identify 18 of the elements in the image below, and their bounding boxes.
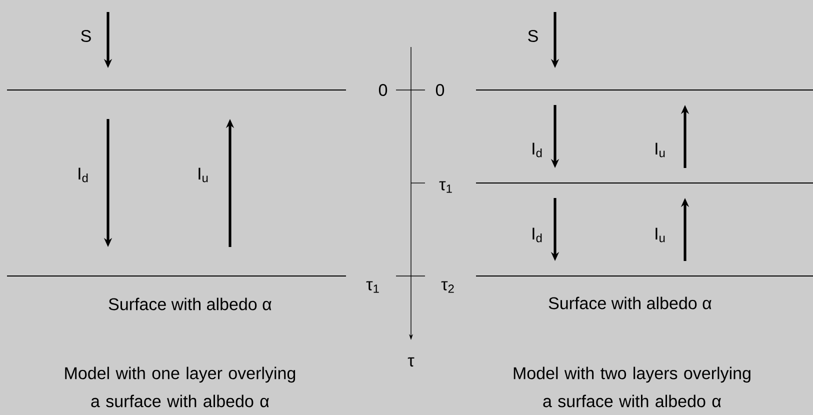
symbol-label: I$_{u}$	[198, 168, 208, 182]
axis-label: τ	[408, 357, 414, 367]
symbol-label: I$_{d}$	[532, 142, 542, 158]
axis-label: τ$_{2}$	[441, 281, 454, 293]
symbol-label: I$_{u}$	[656, 142, 665, 158]
symbol-label: I$_{u}$	[656, 228, 665, 242]
axis-label: 0	[436, 84, 444, 96]
surface-label: Surface with albedo α	[548, 296, 712, 310]
axis-label: 0	[378, 84, 388, 96]
symbol-label: S	[528, 30, 538, 42]
surface-label: Surface with albedo α	[108, 298, 272, 310]
axis-label: τ$_{1}$	[439, 181, 452, 193]
axis-label: τ$_{1}$	[366, 281, 379, 293]
symbol-label: I$_{d}$	[532, 228, 542, 242]
symbol-label: I$_{d}$	[78, 168, 88, 182]
symbol-label: S	[81, 30, 91, 42]
caption: Model with two layers overlying a surface with albedo α	[514, 366, 750, 408]
caption: Model with one layer overlying a surface with albedo α	[65, 366, 296, 408]
